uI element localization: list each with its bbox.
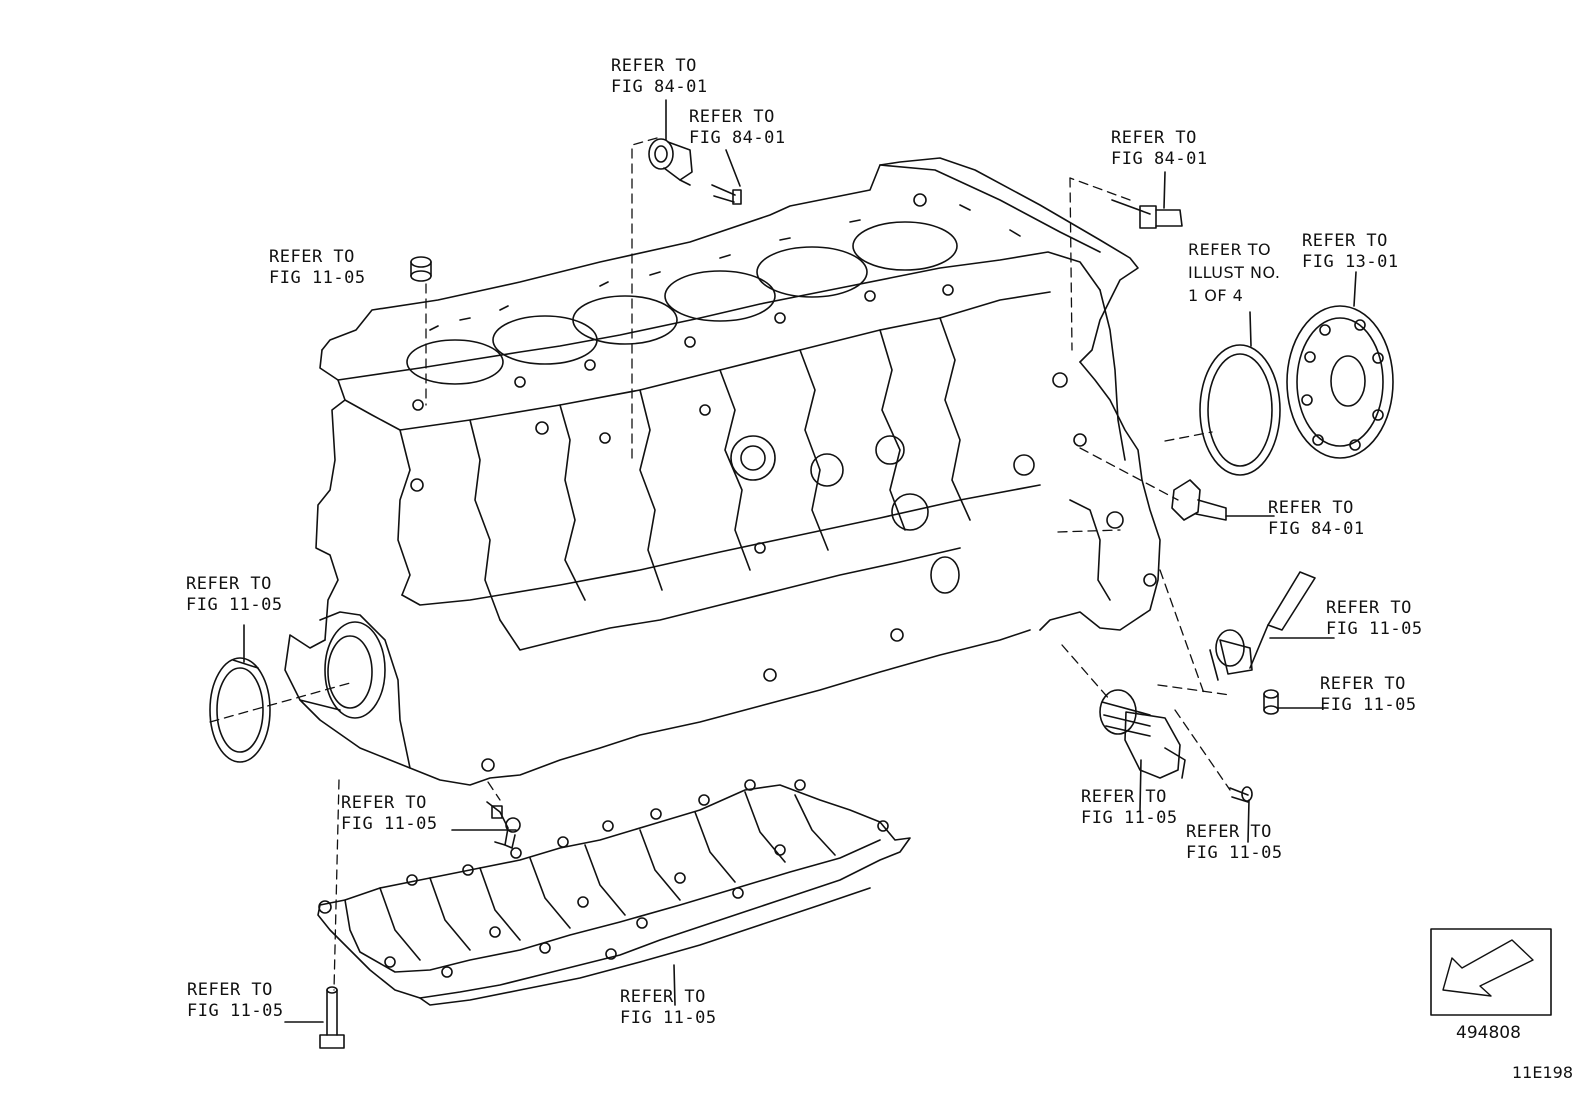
- assembly-lines: [210, 138, 1230, 990]
- callout-line-2: FIG 11-05: [269, 268, 366, 288]
- leader-lines: [244, 100, 1356, 1022]
- callout-line-1: REFER TO: [1302, 231, 1388, 251]
- callout-line-1: REFER TO: [341, 793, 427, 813]
- oil-jet-left: [487, 802, 520, 848]
- callout-oil-jet-right: REFER TO FIG 11-05: [1326, 598, 1423, 640]
- callout-line-1: REFER TO: [620, 987, 706, 1007]
- callout-drive-plate: REFER TO FIG 13-01: [1302, 231, 1399, 273]
- callout-line-2: FIG 11-05: [1081, 808, 1178, 828]
- callout-knock-sensor-upper-a: REFER TO FIG 84-01: [611, 56, 708, 98]
- callout-line-2: FIG 11-05: [1186, 843, 1283, 863]
- knock-sensor-top: [649, 139, 741, 204]
- callout-line-2: FIG 13-01: [1302, 252, 1399, 272]
- callout-sensor-right: REFER TO FIG 84-01: [1268, 498, 1365, 540]
- callout-line-1: REFER TO: [611, 56, 697, 76]
- cylinder-block: [285, 158, 1160, 785]
- callout-plug-top: REFER TO FIG 11-05: [269, 247, 366, 289]
- callout-line-2: FIG 84-01: [1268, 519, 1365, 539]
- drive-plate: [1287, 306, 1393, 458]
- oil-jet-right: [1210, 572, 1315, 680]
- oil-filter-union: [1100, 690, 1185, 778]
- callout-line-2: FIG 11-05: [341, 814, 438, 834]
- callout-line-1: REFER TO: [1268, 498, 1354, 518]
- callout-straight-pin-right: REFER TO FIG 11-05: [1320, 674, 1417, 716]
- callout-rear-oil-seal: REFER TO ILLUST NO. 1 OF 4: [1188, 238, 1280, 307]
- callout-line-1: REFER TO: [269, 247, 355, 267]
- front-indicator-box: [1431, 929, 1551, 1015]
- front-indicator-number: 494808: [1456, 1023, 1521, 1043]
- callout-line-1: REFER TO: [1081, 787, 1167, 807]
- figure-code: 11E198: [1512, 1063, 1574, 1082]
- callout-line-1: REFER TO: [1111, 128, 1197, 148]
- front-arrow-icon: [1443, 940, 1533, 996]
- callout-line-2: FIG 11-05: [620, 1008, 717, 1028]
- callout-line-1: REFER TO: [187, 980, 273, 1000]
- callout-line-2: FIG 84-01: [611, 77, 708, 97]
- rear-oil-seal: [1200, 345, 1280, 475]
- callout-line-1: REFER TO: [1320, 674, 1406, 694]
- callout-oil-filter-union: REFER TO FIG 11-05: [1081, 787, 1178, 829]
- callout-line-2: FIG 11-05: [1320, 695, 1417, 715]
- callout-line-3: 1 OF 4: [1188, 286, 1244, 305]
- callout-line-2: ILLUST NO.: [1188, 263, 1281, 282]
- callout-line-2: FIG 11-05: [1326, 619, 1423, 639]
- callout-line-1: REFER TO: [186, 574, 272, 594]
- crankcase-baffle: [318, 780, 910, 1005]
- callout-line-2: FIG 84-01: [1111, 149, 1208, 169]
- callout-union-bolt: REFER TO FIG 11-05: [1186, 822, 1283, 864]
- front-oil-seal: [210, 658, 270, 762]
- callout-line-2: FIG 11-05: [187, 1001, 284, 1021]
- callout-crankcase: REFER TO FIG 11-05: [620, 987, 717, 1029]
- callout-line-1: REFER TO: [1188, 240, 1272, 259]
- callout-sensor-rear-top: REFER TO FIG 84-01: [1111, 128, 1208, 170]
- sensor-right: [1172, 480, 1226, 520]
- callout-line-2: FIG 11-05: [186, 595, 283, 615]
- plug-top: [411, 257, 431, 281]
- callout-line-2: FIG 84-01: [689, 128, 786, 148]
- callout-line-1: REFER TO: [1186, 822, 1272, 842]
- callout-knock-sensor-upper-b: REFER TO FIG 84-01: [689, 107, 786, 149]
- callout-front-oil-seal: REFER TO FIG 11-05: [186, 574, 283, 616]
- callout-oil-jet-left: REFER TO FIG 11-05: [341, 793, 438, 835]
- union-bolt: [1230, 787, 1252, 802]
- callout-stud-bolt-bottom: REFER TO FIG 11-05: [187, 980, 284, 1022]
- straight-pin-right: [1264, 690, 1278, 714]
- sensor-rear-top: [1112, 200, 1182, 228]
- callout-line-1: REFER TO: [689, 107, 775, 127]
- callout-line-1: REFER TO: [1326, 598, 1412, 618]
- stud-bolt-bottom: [320, 987, 344, 1048]
